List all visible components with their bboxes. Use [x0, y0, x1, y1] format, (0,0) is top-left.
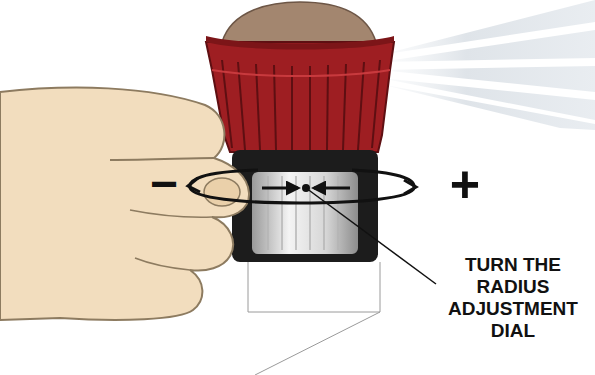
nozzle-body [232, 150, 378, 262]
instruction-label: TURN THE RADIUS ADJUSTMENT DIAL [440, 254, 586, 342]
plus-sign: + [438, 158, 492, 210]
water-spray [380, 0, 595, 130]
radius-dial [252, 172, 358, 254]
ground-lines [248, 262, 380, 375]
gear-ring [206, 36, 394, 152]
hand [0, 88, 249, 320]
nozzle-cap [222, 2, 376, 42]
minus-sign: − [142, 160, 186, 208]
leader-line [306, 188, 436, 284]
rotation-arrows [188, 170, 416, 203]
